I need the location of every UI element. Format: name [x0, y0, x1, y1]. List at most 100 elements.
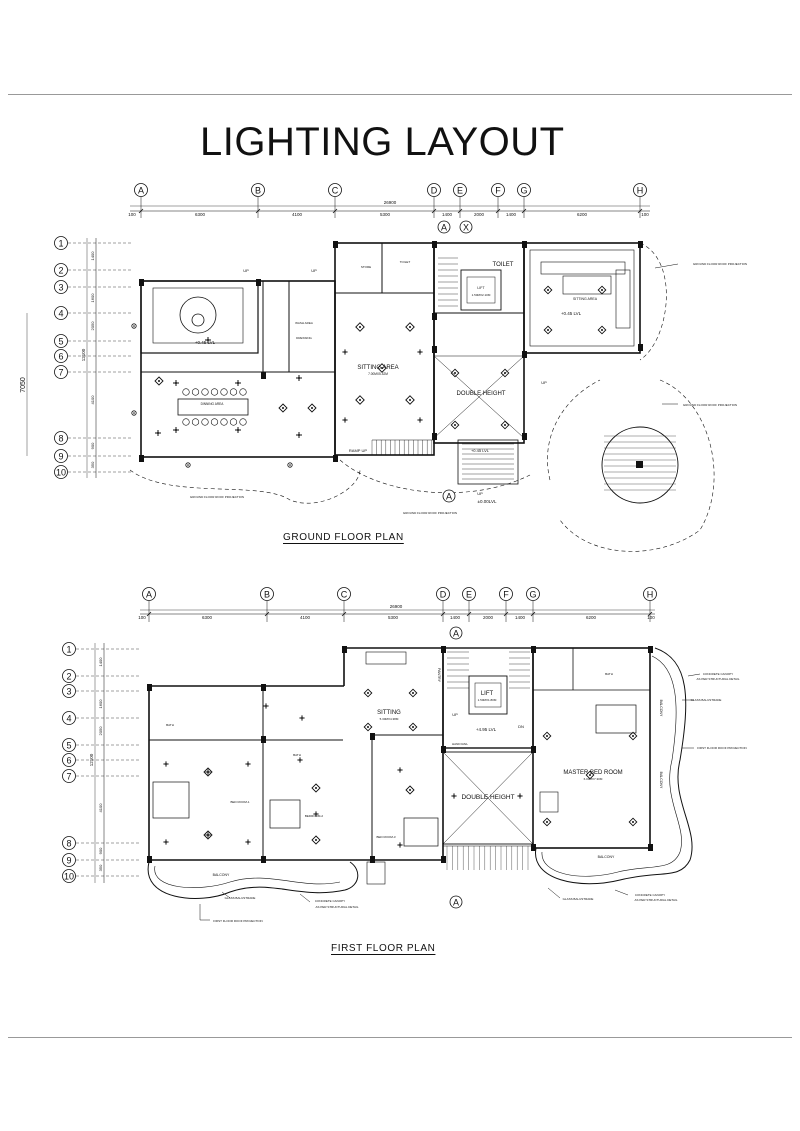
diamond-light-dot — [315, 839, 317, 841]
diamond-light-icon — [355, 395, 365, 405]
light-fixture-icon — [397, 767, 403, 773]
ff-col-dimension: 4100 — [300, 615, 311, 620]
ff-grid-col-H — [643, 587, 657, 601]
ff-grid-row-5-label: 5 — [66, 740, 71, 750]
light-fixture-dot — [344, 351, 346, 353]
light-fixture-icon — [342, 349, 348, 355]
gf-grid-col-G — [517, 183, 531, 197]
gf-grid-col-E-label: E — [457, 185, 463, 195]
diamond-light-dot — [547, 329, 549, 331]
wall-light-icon — [131, 410, 137, 416]
ff-grid-col-G-label: G — [529, 589, 536, 599]
gf-double-height-diagonal — [433, 355, 525, 439]
ff-balcony-label: BALCONY — [213, 873, 230, 877]
gf-grid-row-5 — [54, 334, 68, 348]
gf-grid-col-A — [134, 183, 148, 197]
gf-sitting-area-label: SITTING AREA — [357, 365, 398, 371]
diamond-light-dot — [546, 821, 548, 823]
gf-grid-col-C — [328, 183, 342, 197]
ff-row-dimension: 900 — [98, 847, 103, 854]
gf-row-dimension: 1600 — [90, 293, 95, 303]
light-fixture-dot — [419, 419, 421, 421]
gf-level-label: +0.45 LVL — [195, 340, 216, 345]
diamond-light-icon — [405, 322, 415, 332]
light-fixture-icon — [173, 427, 179, 433]
ff-double-height-diagonal — [442, 751, 534, 845]
structural-column — [139, 455, 144, 462]
diamond-light-icon — [363, 688, 373, 698]
gf-sitting-area-size: 7.00MX5.42M — [368, 372, 388, 376]
ff-grid-col-A-label: A — [146, 589, 152, 599]
gf-ramp-label: RAMP UP — [349, 448, 367, 453]
dimension-tick — [440, 611, 446, 617]
gf-dining-chair — [229, 388, 238, 396]
light-fixture-dot — [174, 381, 178, 385]
wall-light-icon — [287, 462, 293, 468]
light-fixture-dot — [399, 844, 401, 846]
ff-note-leader — [299, 893, 311, 903]
structural-column — [531, 844, 536, 851]
dimension-tick — [146, 611, 152, 617]
ff-balcony-curve-right — [535, 647, 693, 885]
gf-col-dimension: 1400 — [506, 212, 517, 217]
ff-grid-col-B — [260, 587, 274, 601]
gf-right-sitting-outline — [523, 242, 641, 354]
diamond-light-icon — [405, 395, 415, 405]
ff-grid-row-10 — [62, 869, 76, 883]
structural-column — [432, 433, 437, 440]
ff-row-dimension: 350 — [98, 864, 103, 871]
light-fixture-dot — [165, 841, 167, 843]
gf-level-label: +0.45 LVL — [561, 311, 582, 316]
ff-master-bed-size: 6.00MX7.30M — [584, 777, 603, 781]
light-fixture-dot — [156, 431, 160, 435]
gf-roof-projection-curve — [639, 242, 667, 361]
light-fixture-dot — [236, 428, 240, 432]
ff-col-dimension: 1400 — [450, 615, 461, 620]
gf-grid-row-6-label: 6 — [58, 351, 63, 361]
diamond-light-icon — [597, 285, 607, 295]
structural-column — [531, 746, 536, 753]
ff-balcony-label: BALCONY — [659, 772, 663, 789]
gf-row-dimension: 1400 — [90, 251, 95, 261]
ff-lift-size: 1.50MX1.80M — [478, 698, 497, 702]
light-fixture-dot — [247, 763, 249, 765]
gf-section-marker-x-label: X — [463, 222, 469, 232]
ff-master-bed — [595, 704, 637, 734]
gf-grid-col-G-label: G — [520, 185, 527, 195]
diamond-light-icon — [408, 688, 418, 698]
ff-grid-col-F-label: F — [503, 589, 509, 599]
gf-dining-chair — [191, 418, 200, 426]
gf-roof-note: GROUND FLOOR ROOF PROJECTION — [403, 511, 457, 515]
diamond-light-icon — [154, 376, 164, 386]
ff-grid-row-2-label: 2 — [66, 671, 71, 681]
light-fixture-icon — [313, 811, 319, 817]
gf-dining-chair — [210, 418, 219, 426]
diamond-light-icon — [311, 835, 321, 845]
gf-col-dimension: 6300 — [195, 212, 206, 217]
ff-bath-label: BATH — [293, 753, 301, 757]
ff-note: AS PER STRUCTURAL DETAIL — [696, 677, 739, 681]
light-fixture-icon — [296, 375, 302, 381]
light-fixture-icon — [245, 761, 251, 767]
gf-row-dimension: 350 — [90, 461, 95, 468]
ff-grid-row-6 — [62, 753, 76, 767]
light-fixture-icon — [417, 417, 423, 423]
diamond-light-icon — [203, 830, 213, 840]
gf-up-label: UP — [243, 268, 249, 273]
ff-sitting-label: SITTING — [377, 710, 401, 716]
gf-grid-row-10 — [54, 465, 68, 479]
ff-grid-row-7-label: 7 — [66, 771, 71, 781]
diamond-light-dot — [504, 372, 506, 374]
gf-note-leader — [654, 263, 679, 269]
light-fixture-dot — [174, 428, 178, 432]
diamond-light-icon — [542, 731, 552, 741]
gf-section-marker-a-bottom — [442, 489, 456, 503]
diamond-light-dot — [601, 289, 603, 291]
light-fixture-icon — [296, 432, 302, 438]
structural-column — [147, 684, 152, 691]
ff-grid-row-3 — [62, 684, 76, 698]
light-fixture-icon — [263, 703, 269, 709]
ff-grid-row-9 — [62, 853, 76, 867]
diamond-light-dot — [359, 399, 361, 401]
gf-col-dimension: 6200 — [577, 212, 588, 217]
